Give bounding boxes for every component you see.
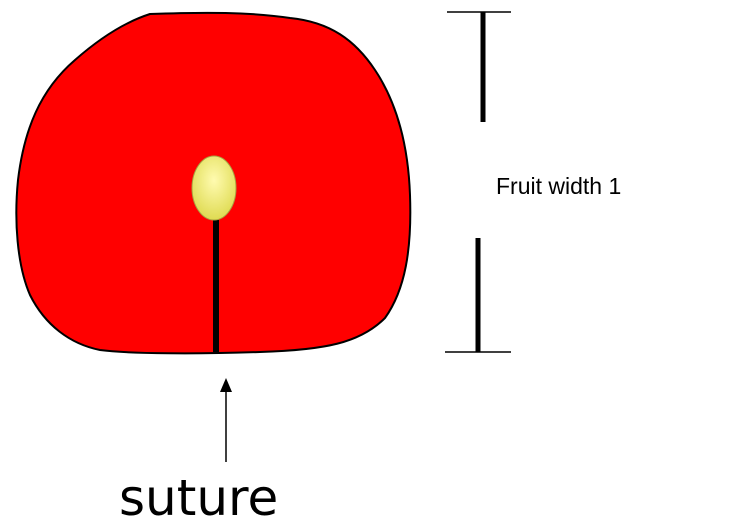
dimension-marker-bottom (445, 238, 511, 352)
fruit-width-label: Fruit width 1 (496, 173, 621, 199)
stem-cavity (192, 156, 236, 220)
dimension-marker-top (447, 12, 511, 122)
suture-arrow (220, 378, 232, 462)
suture-label: suture (119, 469, 278, 527)
